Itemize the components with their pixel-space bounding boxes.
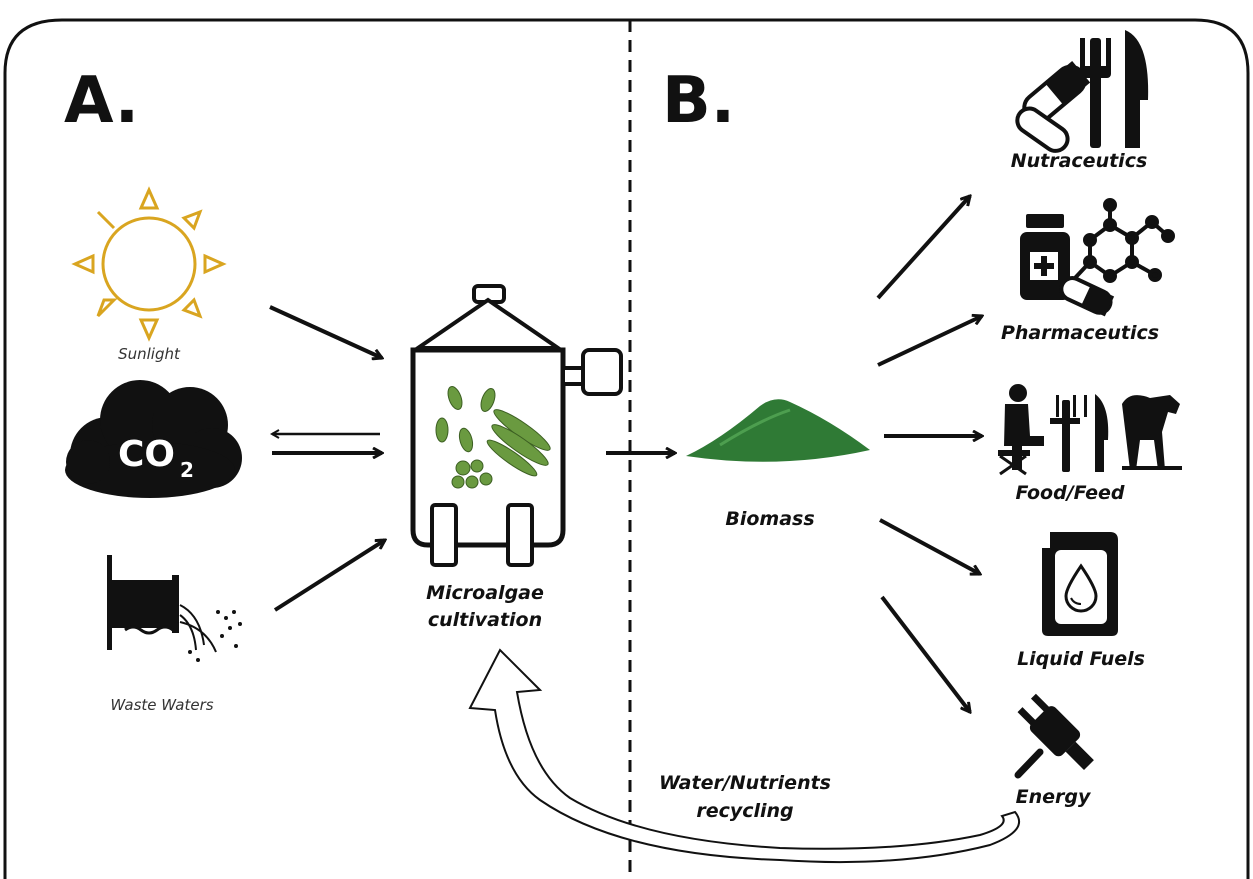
pill-cutlery-icon bbox=[1015, 30, 1149, 153]
arrow-pharmaceutics bbox=[877, 316, 982, 367]
recycling-label-line2: recycling bbox=[696, 800, 794, 822]
biomass-label: Biomass bbox=[725, 508, 815, 530]
bioreactor-icon bbox=[410, 284, 623, 567]
arrow-waste-water bbox=[273, 538, 385, 612]
arrow-nutraceutics bbox=[876, 196, 970, 300]
biomass-pile-icon bbox=[686, 399, 870, 462]
pharmaceutics-label: Pharmaceutics bbox=[1000, 322, 1160, 344]
recycling-arrow bbox=[468, 648, 1021, 864]
recycling-label-line1: Water/Nutrients bbox=[659, 772, 831, 794]
sunlight-label: Sunlight bbox=[118, 345, 180, 363]
liquid-fuels-label: Liquid Fuels bbox=[1017, 648, 1145, 670]
panel-label-b: B. bbox=[662, 64, 736, 138]
arrow-energy bbox=[880, 595, 970, 712]
process-label-line2: cultivation bbox=[427, 609, 543, 631]
arrow-sunlight bbox=[269, 305, 382, 358]
process-label-line1: Microalgae bbox=[426, 582, 544, 604]
plug-icon bbox=[1014, 693, 1094, 779]
outer-frame bbox=[3, 18, 1250, 879]
energy-label: Energy bbox=[1015, 786, 1091, 808]
co2-subscript: 2 bbox=[180, 458, 194, 482]
nutraceutics-label: Nutraceutics bbox=[1010, 150, 1148, 172]
food-feed-icon bbox=[998, 384, 1182, 476]
waste-water-icon bbox=[107, 555, 242, 662]
arrow-liquid-fuels bbox=[879, 518, 980, 576]
fuel-can-icon bbox=[1042, 532, 1118, 636]
cloud-icon bbox=[65, 380, 242, 498]
waste-waters-label: Waste Waters bbox=[110, 696, 214, 714]
medicine-molecule-icon bbox=[1020, 198, 1175, 317]
food-feed-label: Food/Feed bbox=[1015, 482, 1125, 504]
sun-icon bbox=[71, 186, 227, 342]
panel-label-a: A. bbox=[64, 64, 140, 138]
co2-label: CO bbox=[118, 434, 176, 475]
